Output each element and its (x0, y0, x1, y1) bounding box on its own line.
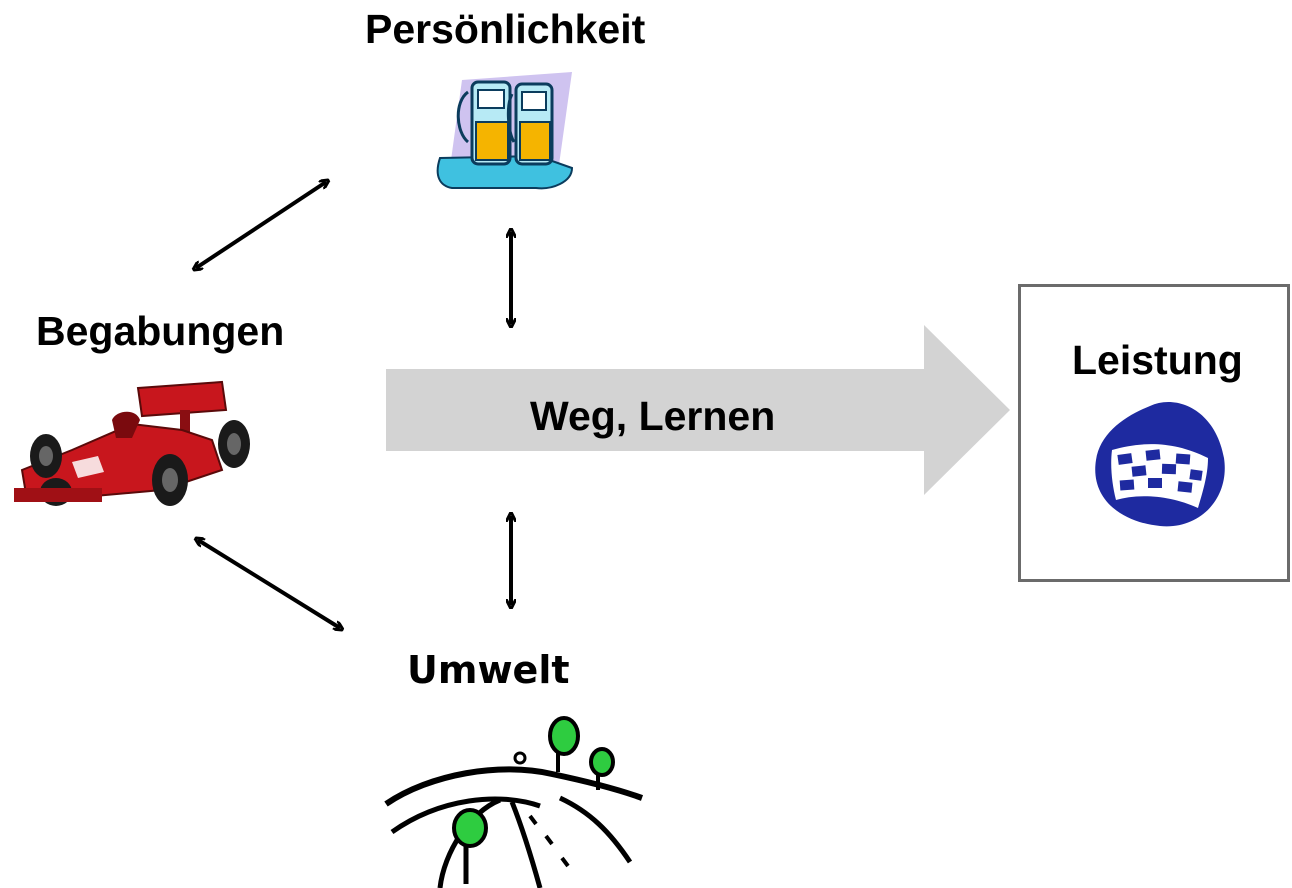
race-car-icon (14, 380, 250, 506)
personality-label: Persönlichkeit (365, 6, 646, 52)
fuel-pump-icon (436, 72, 574, 190)
environment-label: Umwelt (407, 648, 570, 692)
arrow-talents-personality (196, 182, 326, 268)
process-arrow-label: Weg, Lernen (530, 393, 776, 439)
arrow-talents-environment (198, 540, 340, 628)
checkered-flag-icon (1095, 401, 1225, 527)
talents-label: Begabungen (36, 308, 285, 354)
performance-label: Leistung (1072, 337, 1243, 383)
road-landscape-icon (384, 716, 644, 888)
main-process-arrow (386, 325, 1010, 495)
